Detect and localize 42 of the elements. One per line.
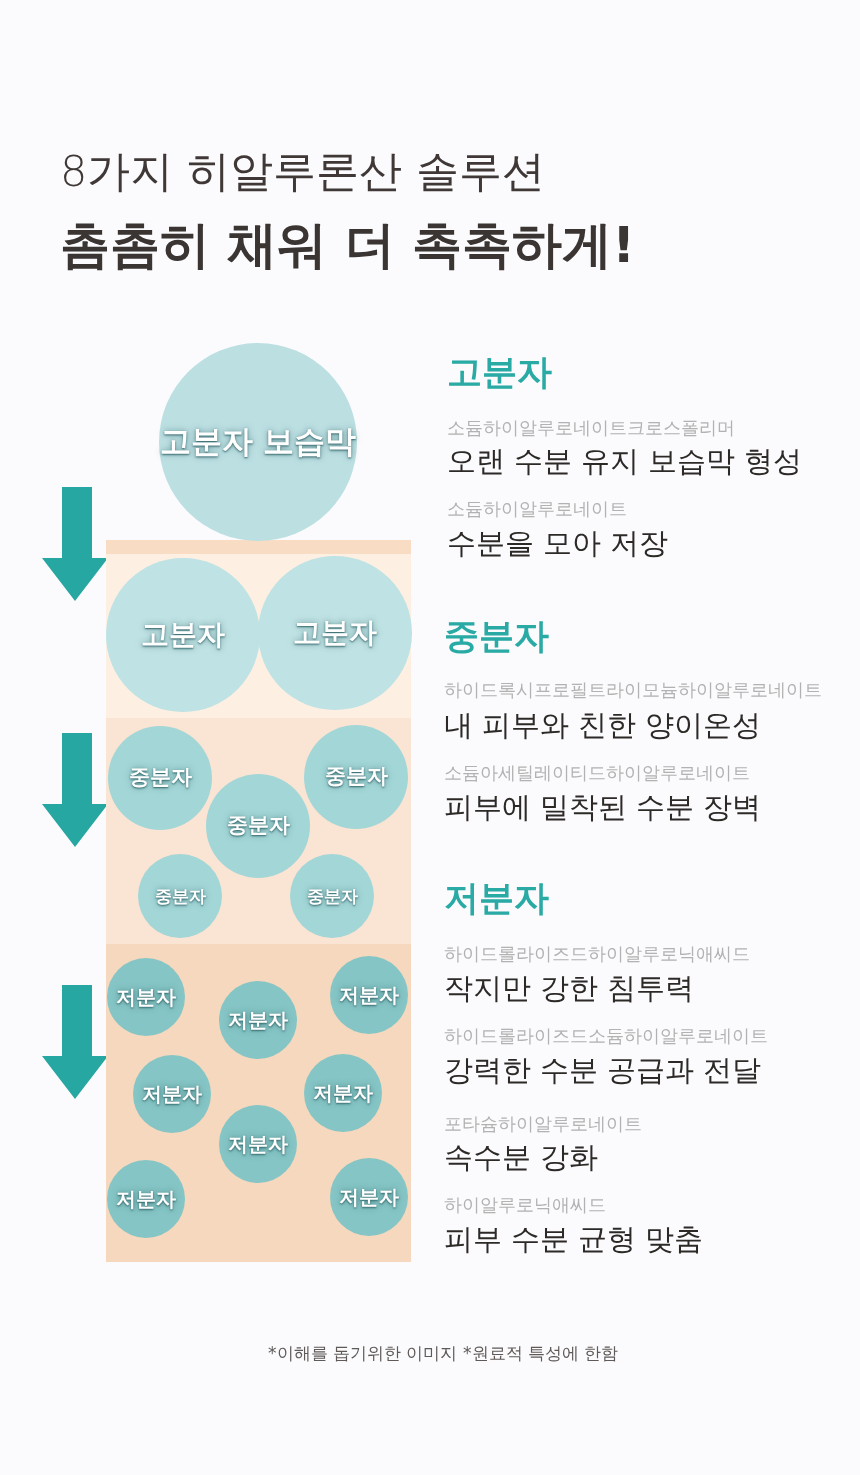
molecule-circle: 저분자 <box>330 1158 408 1236</box>
section-heading: 고분자 <box>447 351 552 393</box>
section-heading: 중분자 <box>444 615 549 657</box>
molecule-circle: 저분자 <box>304 1054 382 1132</box>
skin-layer-band <box>106 718 411 944</box>
molecule-circle: 중분자 <box>206 774 310 878</box>
description-text: 내 피부와 친한 양이온성 <box>444 708 762 744</box>
ingredient-name: 하이알루로닉애씨드 <box>444 1194 606 1216</box>
ingredient-name: 하이드롤라이즈드소듐하이알루로네이트 <box>444 1025 768 1047</box>
ingredient-name: 소듐하이알루로네이트크로스폴리머 <box>447 417 735 439</box>
description-text: 피부 수분 균형 맞춤 <box>444 1222 704 1258</box>
molecule-circle: 고분자 보습막 <box>159 343 357 541</box>
footnote: *원료적 특성에 한함 <box>463 1342 619 1364</box>
description-text: 오랜 수분 유지 보습막 형성 <box>447 444 803 480</box>
molecule-circle: 중분자 <box>108 726 212 830</box>
description-text: 작지만 강한 침투력 <box>444 971 695 1007</box>
ingredient-name: 포타슘하이알루로네이트 <box>444 1113 642 1135</box>
title: 8가지 히알루론산 솔루션 <box>60 146 545 198</box>
molecule-circle: 저분자 <box>219 981 297 1059</box>
description-text: 강력한 수분 공급과 전달 <box>444 1053 762 1089</box>
skin-layer-band <box>106 554 411 718</box>
molecule-circle: 저분자 <box>107 958 185 1036</box>
molecule-circle: 고분자 <box>258 556 412 710</box>
molecule-circle: 중분자 <box>304 725 408 829</box>
skin-layer-band <box>106 944 411 1262</box>
ingredient-name: 하이드록시프로필트라이모늄하이알루로네이트 <box>444 679 822 701</box>
molecule-circle: 중분자 <box>290 854 374 938</box>
footnote: *이해를 돕기위한 이미지 <box>268 1342 458 1364</box>
description-text: 속수분 강화 <box>444 1140 599 1176</box>
molecule-circle: 저분자 <box>133 1055 211 1133</box>
molecule-circle: 저분자 <box>330 956 408 1034</box>
description-text: 피부에 밀착된 수분 장벽 <box>444 790 762 826</box>
molecule-circle: 저분자 <box>107 1160 185 1238</box>
molecule-circle: 중분자 <box>138 854 222 938</box>
ingredient-name: 하이드롤라이즈드하이알루로닉애씨드 <box>444 943 750 965</box>
headline: 촘촘히 채워 더 촉촉하게! <box>60 215 636 275</box>
molecule-circle: 저분자 <box>219 1105 297 1183</box>
ingredient-name: 소듐아세틸레이티드하이알루로네이트 <box>444 762 750 784</box>
description-text: 수분을 모아 저장 <box>447 526 669 562</box>
section-heading: 저분자 <box>444 877 549 919</box>
molecule-circle: 고분자 <box>106 558 260 712</box>
ingredient-name: 소듐하이알루로네이트 <box>447 498 627 520</box>
